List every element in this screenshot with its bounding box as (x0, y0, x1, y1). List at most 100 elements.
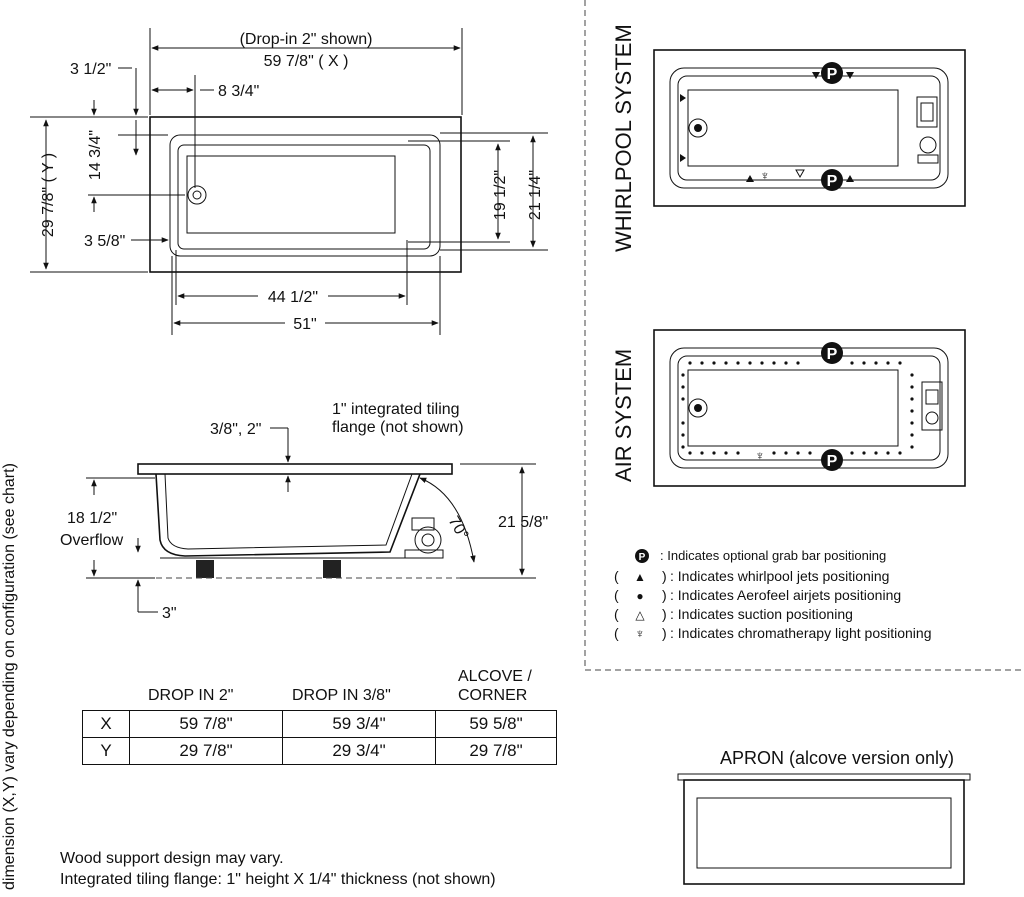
base-dim: 3" (162, 605, 177, 622)
table-cell: 59 3/4" (282, 710, 436, 738)
row-label: Y (82, 737, 130, 765)
drop-in-note: (Drop-in 2" shown) (240, 31, 373, 48)
dim-44-half: 44 1/2" (268, 289, 318, 306)
chromatherapy-light-icon: ♆ (760, 168, 770, 183)
chart-header: DROP IN 2" DROP IN 3/8" ALCOVE / CORNER (82, 668, 558, 710)
drain-icon (688, 398, 708, 418)
dimension-table: X 59 7/8" 59 3/4" 59 5/8" Y 29 7/8" 29 3… (82, 710, 557, 765)
apron-title: APRON (alcove version only) (720, 748, 954, 768)
notes: Wood support design may vary. Integrated… (60, 848, 496, 890)
whirlpool-jet-icon (846, 72, 854, 79)
table-cell: 59 7/8" (129, 710, 283, 738)
symbol-legend: P : Indicates optional grab bar position… (614, 548, 931, 641)
whirlpool-system-title: WHIRLPOOL SYSTEM (611, 24, 636, 252)
svg-text:P: P (827, 453, 838, 470)
whirlpool-jet-icon (680, 94, 686, 102)
note-wood-support: Wood support design may vary. (60, 850, 284, 867)
header-drop-in-2: DROP IN 2" (148, 687, 234, 704)
overflow-label: Overflow (60, 532, 124, 549)
svg-text:(: ( (614, 606, 619, 622)
apron-diagram (677, 773, 971, 885)
dim-3-half: 3 1/2" (70, 61, 111, 78)
svg-text:(: ( (614, 568, 619, 584)
chromatherapy-light-icon: ♆ (635, 626, 645, 641)
tub-top-view (149, 116, 462, 273)
svg-text:P: P (827, 173, 838, 190)
dim-19-half: 19 1/2" (492, 170, 509, 220)
section-dividers (584, 0, 1024, 671)
rim-dim: 3/8", 2" (210, 421, 261, 438)
whirlpool-jet-icon (680, 154, 686, 162)
dim-3-five-eighth: 3 5/8" (84, 233, 125, 250)
drain-icon (187, 185, 207, 205)
grab-bar-icon: P (821, 449, 843, 471)
whirlpool-jet-icon: ▲ (634, 570, 646, 584)
dim-51: 51" (293, 316, 316, 333)
svg-text:(: ( (614, 625, 619, 641)
svg-text:P: P (639, 552, 646, 563)
whirlpool-jet-icon (812, 72, 820, 79)
air-system-title: AIR SYSTEM (611, 349, 636, 482)
side-view-dimensions: 1" integrated tiling flange (not shown) … (60, 401, 548, 622)
air-system-diagram: P P ♆ (653, 329, 966, 487)
table-cell: 29 7/8" (129, 737, 283, 765)
legend-item-chromatherapy: ( ♆ ) : Indicates chromatherapy light po… (614, 625, 931, 641)
grab-bar-icon (635, 549, 649, 563)
flange-label-1: 1" integrated tiling (332, 401, 460, 418)
table-row: X 59 7/8" 59 3/4" 59 5/8" (82, 710, 557, 738)
grab-bar-icon: P (821, 342, 843, 364)
overflow-dim: 18 1/2" (67, 510, 117, 527)
legend-text: : Indicates whirlpool jets positioning (670, 568, 889, 584)
header-alcove: ALCOVE / (458, 668, 532, 685)
table-cell: 29 7/8" (435, 737, 557, 765)
aerofeel-airjets-row (681, 361, 914, 455)
support-block (323, 560, 341, 578)
legend-text: : Indicates Aerofeel airjets positioning (670, 587, 901, 603)
svg-text:): ) (662, 625, 667, 641)
legend-text: : Indicates suction positioning (670, 606, 853, 622)
height-dim: 21 5/8" (498, 514, 548, 531)
grab-bar-icon: P (821, 169, 843, 191)
svg-text:P: P (827, 346, 838, 363)
svg-text:): ) (662, 606, 667, 622)
vertical-configuration-note: dimension (X,Y) vary depending on config… (1, 463, 18, 890)
chromatherapy-light-icon: ♆ (755, 448, 765, 463)
dimension-chart: DROP IN 2" DROP IN 3/8" ALCOVE / CORNER … (82, 668, 558, 765)
note-tiling-flange: Integrated tiling flange: 1" height X 1/… (60, 871, 496, 888)
pump-assembly-icon (916, 96, 939, 164)
suction-icon: △ (635, 608, 645, 622)
grab-bar-icon: P (821, 62, 843, 84)
angle-label: 70° (445, 514, 472, 543)
table-cell: 29 3/4" (282, 737, 436, 765)
flange-label-2: flange (not shown) (332, 419, 464, 436)
legend-item-whirlpool-jets: ( ▲ ) : Indicates whirlpool jets positio… (614, 568, 889, 584)
legend-item-aerofeel-airjets: ( ● ) : Indicates Aerofeel airjets posit… (614, 587, 901, 603)
legend-item-suction: ( △ ) : Indicates suction positioning (614, 606, 853, 622)
whirlpool-jet-icon (846, 175, 854, 182)
header-corner: CORNER (458, 687, 528, 704)
width-x-dim: 59 7/8" ( X ) (264, 53, 349, 70)
whirlpool-diagram: P P ♆ (653, 49, 966, 207)
dim-21-quarter: 21 1/4" (527, 170, 544, 220)
legend-item-grab-bar: P : Indicates optional grab bar position… (635, 548, 886, 563)
whirlpool-jet-icon (746, 175, 754, 182)
row-label: X (82, 710, 130, 738)
svg-text:): ) (662, 587, 667, 603)
support-block (196, 560, 214, 578)
dim-8-three-quarter: 8 3/4" (218, 83, 259, 100)
air-blower-icon (921, 381, 943, 431)
svg-text:P: P (827, 66, 838, 83)
legend-text: : Indicates optional grab bar positionin… (660, 548, 886, 563)
aerofeel-airjet-icon: ● (636, 589, 643, 603)
legend-text: : Indicates chromatherapy light position… (670, 625, 931, 641)
suction-icon (795, 169, 805, 179)
top-view-dimensions: (Drop-in 2" shown) 59 7/8" ( X ) 3 1/2" … (30, 28, 548, 335)
drain-icon (688, 118, 708, 138)
pump-motor-icon (404, 517, 444, 559)
svg-text:): ) (662, 568, 667, 584)
dim-14-three-quarter: 14 3/4" (87, 130, 104, 180)
height-y-dim: 29 7/8" ( Y ) (40, 153, 57, 237)
table-row: Y 29 7/8" 29 3/4" 29 7/8" (82, 737, 557, 765)
svg-text:(: ( (614, 587, 619, 603)
